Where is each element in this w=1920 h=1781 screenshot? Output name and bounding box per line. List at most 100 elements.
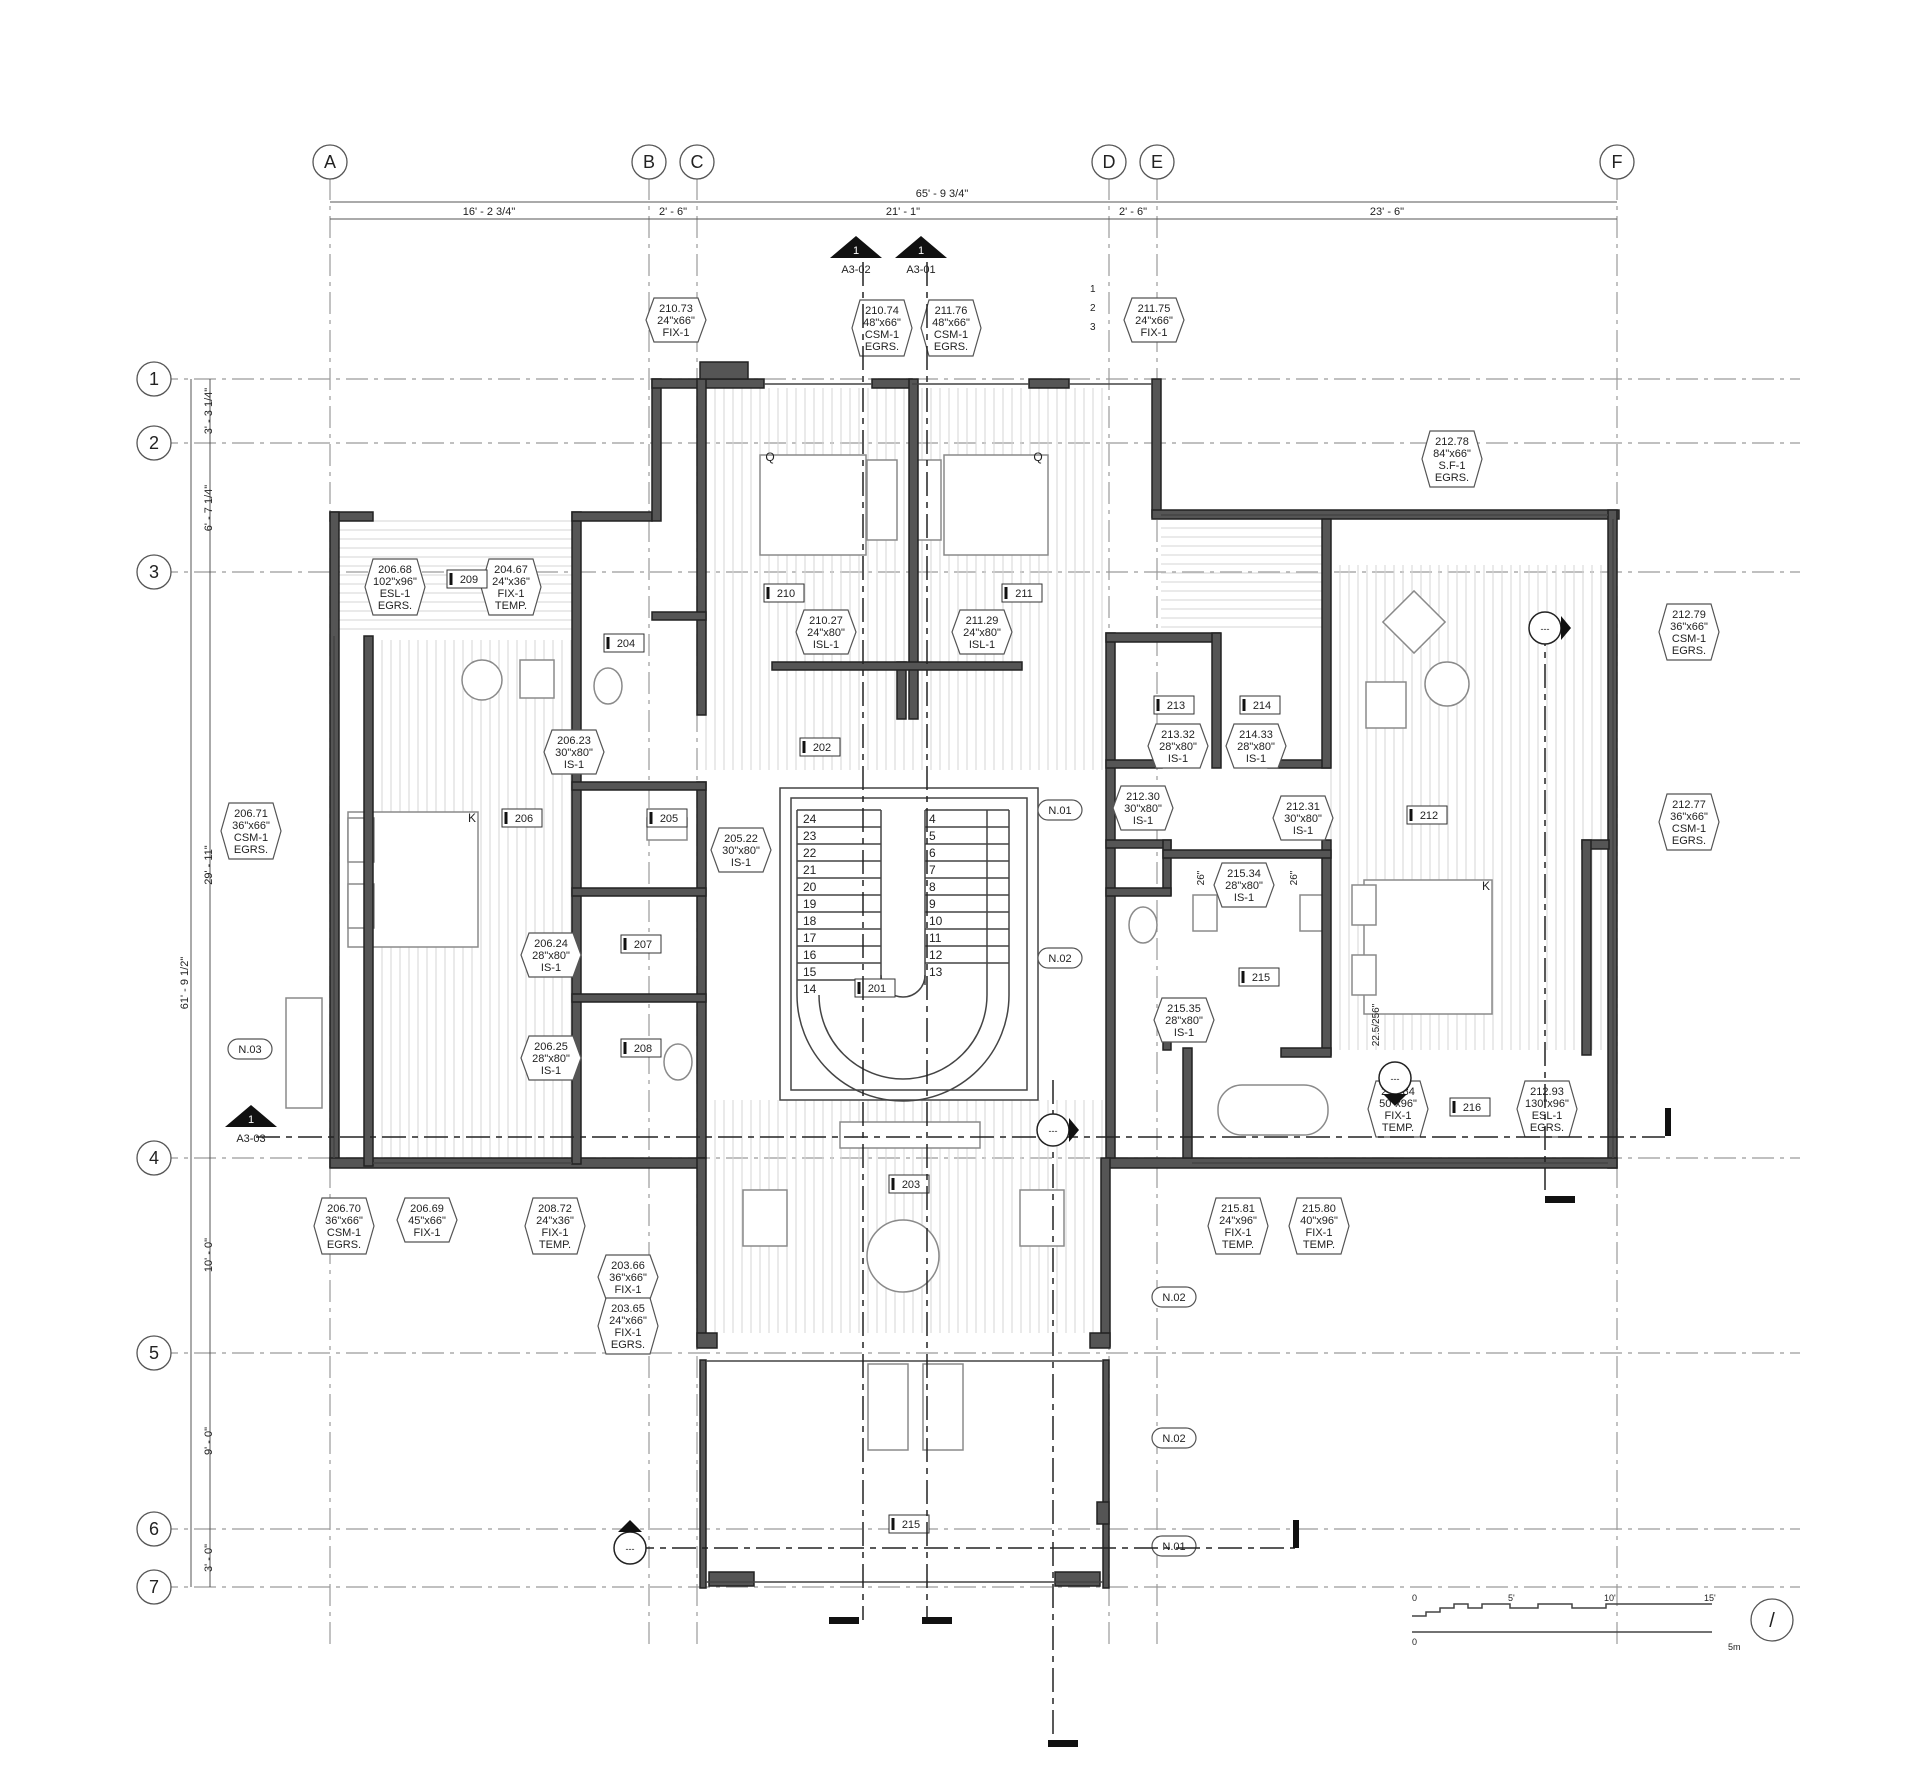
window-tag-line: IS-1 [1234,892,1254,904]
bed-size-mark: K [468,811,476,825]
room-number: 203 [902,1179,920,1191]
scale-tick-10: 10' [1604,1593,1616,1603]
stair-tread-right: 7 [929,863,936,877]
keynote-tag: N.01 [1151,1535,1197,1557]
section-sheet: A3-01 [906,264,935,276]
window-tag-line: 24"x66" [1135,315,1173,327]
toilet-204 [593,667,623,705]
window-tag-line: IS-1 [564,759,584,771]
stair-tread-right: 8 [929,880,936,894]
window-tag-line: EGRS. [934,341,968,353]
keynote-label: N.03 [238,1044,261,1056]
stair-tread-left: 18 [803,914,817,928]
window-tag-line: 48"x66" [932,317,970,329]
window-tag-line: 30"x80" [555,747,593,759]
section-number: 1 [918,245,924,257]
elevation-dash-4: --- [626,1544,635,1554]
section-number: 1 [853,245,859,257]
room-tag: 214 [1239,695,1281,715]
window-tag-line: 36"x66" [1670,811,1708,823]
stair-tread-right: 13 [929,965,943,979]
room-number: 210 [777,588,795,600]
glazing-lines [333,383,1614,1583]
window-tag-line: 28"x80" [1225,880,1263,892]
bench-203 [839,1121,981,1149]
room-tag: 207 [620,934,662,954]
room-tag: 215 [1238,967,1280,987]
window-tag-line: 212.93 [1530,1086,1564,1098]
grid-bubble-col-C: C [679,144,715,180]
keynote-label: N.02 [1048,953,1071,965]
window-tag-line: CSM-1 [234,832,268,844]
scale-tick-5: 5' [1508,1593,1515,1603]
room-number: 214 [1253,700,1271,712]
window-tag-line: 206.24 [534,938,568,950]
scale-tick-0: 0 [1412,1593,1417,1603]
stair-tread-left: 22 [803,846,817,860]
window-tag-line: 24"x36" [492,576,530,588]
window-tag-line: 24"x66" [609,1315,647,1327]
grid-label-row: 4 [149,1148,159,1168]
col-dim-1: 16' - 2 3/4" [463,206,516,218]
room-tag: 202 [799,737,841,757]
window-tag-line: 215.80 [1302,1203,1336,1215]
elevation-dash: --- [1049,1126,1058,1136]
grid-label-row: 1 [149,369,159,389]
elevation-dash-3: --- [1391,1074,1400,1084]
window-tag-line: TEMP. [1382,1122,1414,1134]
window-tag-line: 206.25 [534,1041,568,1053]
window-tag-line: 208.72 [538,1203,572,1215]
section-sheet: A3-03 [236,1133,265,1145]
bathtub-215 [1217,1084,1329,1136]
revision-mark-3: 3 [1090,322,1096,333]
grid-bubble-row-4: 4 [136,1140,172,1176]
window-tag-line: 28"x80" [1159,741,1197,753]
room-tag: 210 [763,583,805,603]
window-tag-line: 28"x80" [1237,741,1275,753]
stair-tread-left: 16 [803,948,817,962]
room-number: 207 [634,939,652,951]
room-number: 215 [1252,972,1270,984]
grid-bubble-col-D: D [1091,144,1127,180]
window-tag-line: 36"x66" [232,820,270,832]
window-tag-line: FIX-1 [615,1284,642,1296]
row-dim-3: 29' - 11" [203,845,215,885]
window-tag-line: 206.71 [234,808,268,820]
revision-mark-2: 2 [1090,303,1096,314]
window-tag-line: 24"x96" [1219,1215,1257,1227]
overall-height-label: 61' - 9 1/2" [179,957,191,1010]
window-tag-line: 36"x66" [325,1215,363,1227]
chair-203-left [742,1189,788,1247]
dimension-strings: 65' - 9 3/4" 16' - 2 3/4" 2' - 6" 21' - … [179,188,1617,1587]
grid-bubble-col-E: E [1139,144,1175,180]
row-dim-5: 9' - 0" [203,1427,215,1455]
window-tag-line: 36"x66" [1670,621,1708,633]
window-tag-line: 211.75 [1138,303,1171,315]
grid-label-col: F [1612,152,1623,172]
window-tag-line: EGRS. [611,1339,645,1351]
window-tag-line: 45"x66" [408,1215,446,1227]
grid-bubble-row-5: 5 [136,1335,172,1371]
room-number: 212 [1420,810,1438,822]
stair-tread-right: 5 [929,829,936,843]
window-tag-line: FIX-1 [1385,1110,1412,1122]
window-tag-line: CSM-1 [934,329,968,341]
window-tag-line: TEMP. [539,1239,571,1251]
window-tag-line: FIX-1 [1306,1227,1333,1239]
room-number: 204 [617,638,635,650]
window-tag-line: FIX-1 [1225,1227,1252,1239]
grid-bubble-row-1: 1 [136,361,172,397]
window-tag-line: S.F-1 [1439,460,1466,472]
